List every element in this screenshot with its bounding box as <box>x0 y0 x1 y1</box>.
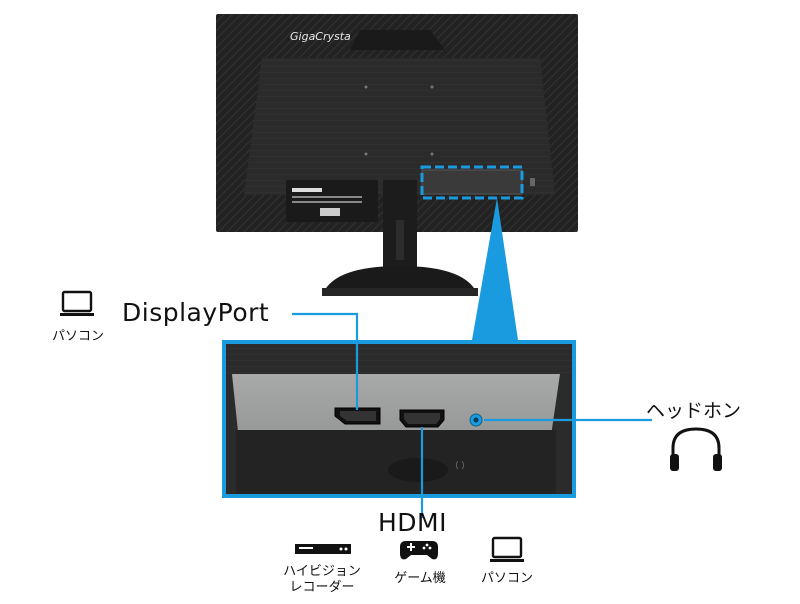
displayport-connector <box>334 407 381 425</box>
hdmi-label: HDMI <box>378 508 447 537</box>
monitor-rear-cover <box>244 58 555 195</box>
game-console-label: ゲーム機 <box>394 571 446 586</box>
monitor-port-bay <box>421 169 523 195</box>
svg-text:⟨ ⟩: ⟨ ⟩ <box>455 461 465 471</box>
port-zoom-panel: ⟨ ⟩ <box>222 340 576 498</box>
headphone-label: ヘッドホン <box>646 400 742 422</box>
monitor-back <box>216 14 578 296</box>
monitor-handle <box>350 30 445 50</box>
gamepad-icon <box>400 541 438 560</box>
brand-logo: GigaCrysta <box>290 30 351 43</box>
headphone-jack <box>469 413 483 427</box>
laptop-icon <box>60 290 94 316</box>
zoom-callout <box>472 198 518 340</box>
displayport-label: DisplayPort <box>122 298 270 327</box>
headphones-icon <box>670 427 722 471</box>
displayport-device-label: パソコン <box>51 329 104 344</box>
displayport-leader-line <box>292 312 359 410</box>
recorder-label-line2: レコーダー <box>289 580 355 595</box>
laptop-icon <box>490 536 524 562</box>
hdmi-pc-label: パソコン <box>480 571 533 586</box>
recorder-label-line1: ハイビジョン <box>283 564 361 579</box>
recorder-icon <box>295 544 351 554</box>
hdmi-connector <box>399 409 445 428</box>
